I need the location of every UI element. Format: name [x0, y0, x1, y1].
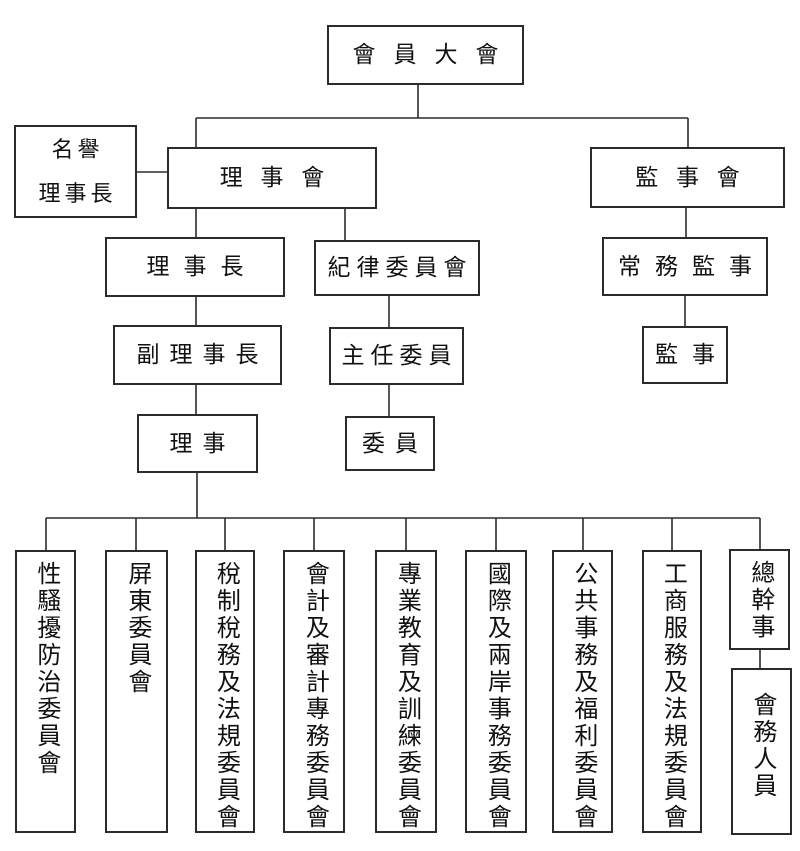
- node-secretary-general-label: 總幹事: [746, 560, 773, 641]
- node-committee-business-services-regulations: 工商服務及法規委員會: [642, 550, 702, 833]
- committee-label: 專業教育及訓練委員會: [393, 561, 420, 831]
- node-discipline-committee-label: 紀律委員會: [327, 255, 473, 281]
- node-vice-chairman: 副理事長: [113, 325, 282, 385]
- committee-label: 會計及審計專務委員會: [301, 561, 328, 831]
- committee-label: 性騷擾防治委員會: [32, 561, 59, 777]
- node-chairman: 理事長: [105, 237, 285, 297]
- node-member-assembly-label: 會員大會: [352, 42, 517, 68]
- node-committee-public-affairs-welfare: 公共事務及福利委員會: [552, 550, 613, 833]
- node-chairman-label: 理事長: [146, 254, 258, 280]
- node-board-of-directors-label: 理 事 會: [219, 165, 331, 191]
- node-supervisor-label: 監事: [655, 342, 729, 368]
- node-supervisor: 監事: [642, 326, 728, 384]
- node-staff-label: 會務人員: [748, 692, 775, 800]
- node-honorary-chairman-label: 名譽 理事長: [38, 136, 117, 206]
- node-committee-education-training: 專業教育及訓練委員會: [375, 550, 437, 833]
- node-commissioner: 委員: [345, 416, 435, 471]
- node-commissioner-label: 委員: [362, 430, 428, 456]
- committee-label: 國際及兩岸事務委員會: [483, 561, 510, 831]
- node-chief-commissioner: 主任委員: [329, 327, 464, 385]
- node-committee-international-cross-strait: 國際及兩岸事務委員會: [465, 550, 527, 833]
- node-discipline-committee: 紀律委員會: [314, 240, 480, 296]
- node-standing-supervisor: 常務監事: [602, 237, 768, 296]
- node-board-of-supervisors: 監 事 會: [590, 147, 785, 208]
- committee-label: 公共事務及福利委員會: [569, 561, 596, 831]
- committee-label: 工商服務及法規委員會: [659, 561, 686, 831]
- node-secretary-general: 總幹事: [729, 549, 790, 650]
- node-committee-sexual-harassment-prevention: 性騷擾防治委員會: [15, 550, 76, 833]
- committee-label: 稅制稅務及法規委員會: [212, 561, 239, 831]
- node-director-label: 理事: [169, 430, 236, 456]
- node-member-assembly: 會員大會: [327, 25, 524, 85]
- node-honorary-chairman: 名譽 理事長: [14, 125, 137, 218]
- committee-label: 屏東委員會: [123, 561, 150, 696]
- node-board-of-supervisors-label: 監 事 會: [635, 164, 746, 190]
- node-standing-supervisor-label: 常務監事: [618, 253, 766, 279]
- node-committee-pingtung: 屏東委員會: [105, 550, 168, 833]
- node-staff: 會務人員: [731, 668, 792, 835]
- node-committee-tax-and-regulations: 稅制稅務及法規委員會: [195, 550, 255, 833]
- node-director: 理事: [137, 414, 258, 473]
- node-vice-chairman-label: 副理事長: [136, 342, 269, 368]
- node-committee-accounting-auditing: 會計及審計專務委員會: [283, 550, 345, 833]
- node-board-of-directors: 理 事 會: [167, 147, 377, 209]
- node-chief-commissioner-label: 主任委員: [341, 343, 458, 369]
